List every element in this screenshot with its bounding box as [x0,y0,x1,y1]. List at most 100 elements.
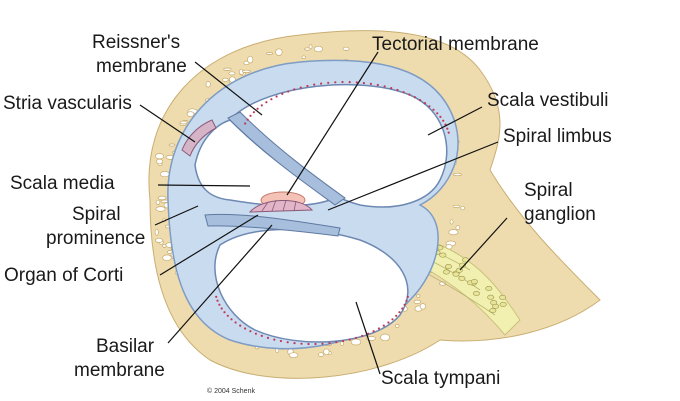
ganglion-cell [452,271,460,277]
cell-dot [299,86,302,89]
bone-pore [205,81,211,88]
bone-pore [448,229,459,236]
cell-dot [376,83,379,87]
bone-pore [241,69,251,73]
cell-dot [230,318,233,321]
cell-dot [439,115,442,118]
bone-pore [419,303,427,310]
cell-dot [275,95,278,98]
epithelial-cell-dots [215,80,450,346]
cell-dot [354,336,358,339]
cell-dot [254,332,257,335]
ganglion-cell [439,252,447,258]
cell-dot [341,80,344,84]
ganglion-cell [499,301,507,307]
bone-pore [342,46,350,51]
cell-dot [446,127,449,130]
bone-pore [275,48,283,56]
cell-dot [239,324,242,327]
cell-dot [442,119,445,122]
label-scala-media: Scala media [10,173,115,194]
reissners-membrane [227,111,346,206]
bone-pore [439,281,447,286]
label-stria-vascularis: Stria vascularis [3,93,132,114]
cell-dot [369,82,372,85]
bone-pore [380,333,391,342]
bone-pore [416,294,421,298]
cell-dot [226,314,229,317]
cell-dot [260,104,263,107]
bone-pore [157,195,167,201]
ganglion-cell [499,294,507,300]
ganglion-cell [487,294,495,300]
cell-dot [372,330,375,333]
cell-dot [314,342,317,346]
cell-dot [423,102,427,105]
bone-pore [413,299,422,304]
label-spiral-prominence-line2: prominence [46,228,145,249]
cell-dot [348,81,351,84]
cell-dot [306,84,309,88]
bone-pore [228,71,236,76]
cell-dot [390,87,393,90]
leader-lines [139,51,508,375]
bone-pore [162,243,167,248]
bone-pore [247,55,254,64]
bone-pore [455,225,461,231]
cell-dot [244,122,247,125]
bone-pore [460,205,465,211]
cell-dot [313,83,316,86]
cell-dot [256,107,259,110]
bone-pore [308,44,313,50]
bone-pore [453,172,462,177]
cell-dot [447,131,450,134]
ganglion-cell [472,290,480,296]
cell-dot [342,339,345,343]
cell-dot [270,98,273,101]
bone-pore [156,158,164,165]
cell-dot [419,99,422,102]
label-reissners-line2: membrane [96,56,187,77]
bone-pore [323,348,330,356]
cell-dot [396,88,399,92]
label-spiral-ganglion-line2: ganglion [524,204,596,225]
bone-pore [168,143,176,147]
bone-pore [452,204,461,208]
cell-dot [265,101,268,104]
cell-dot [273,338,276,341]
cell-dot [403,303,406,306]
cell-dot [348,338,351,341]
bone-pore [222,77,229,82]
cell-dot [249,114,252,117]
bone-pore [179,120,188,125]
cell-dot [218,303,221,306]
cell-dot [215,295,218,298]
cell-dot [436,112,439,115]
cell-dot [260,334,263,337]
ganglion-cell [490,300,498,306]
cell-dot [220,307,223,310]
ganglion-cell [444,263,452,269]
cell-dot [252,111,255,114]
cell-dot [246,118,249,121]
cell-dot [382,324,385,327]
bone-pore [154,237,164,243]
bone-pore [449,219,454,225]
cell-dot [320,82,323,85]
copyright-text: © 2004 Schenk [207,387,255,395]
bone-pore [155,199,161,205]
ganglion-cell [489,307,497,313]
bone-pore [395,324,400,328]
cell-dot [321,342,324,345]
cell-dot [335,341,338,344]
ganglion-cell [485,285,493,291]
cell-dot [216,299,219,302]
cell-dot [391,318,394,321]
cell-dot [355,81,358,84]
bone-pore [162,254,172,262]
label-basilar-line1: Basilar [96,336,155,357]
label-spiral-ganglion-line1: Spiral [524,180,573,201]
cell-dot [307,342,310,346]
cell-dot [413,96,416,99]
cell-dot [362,81,365,85]
